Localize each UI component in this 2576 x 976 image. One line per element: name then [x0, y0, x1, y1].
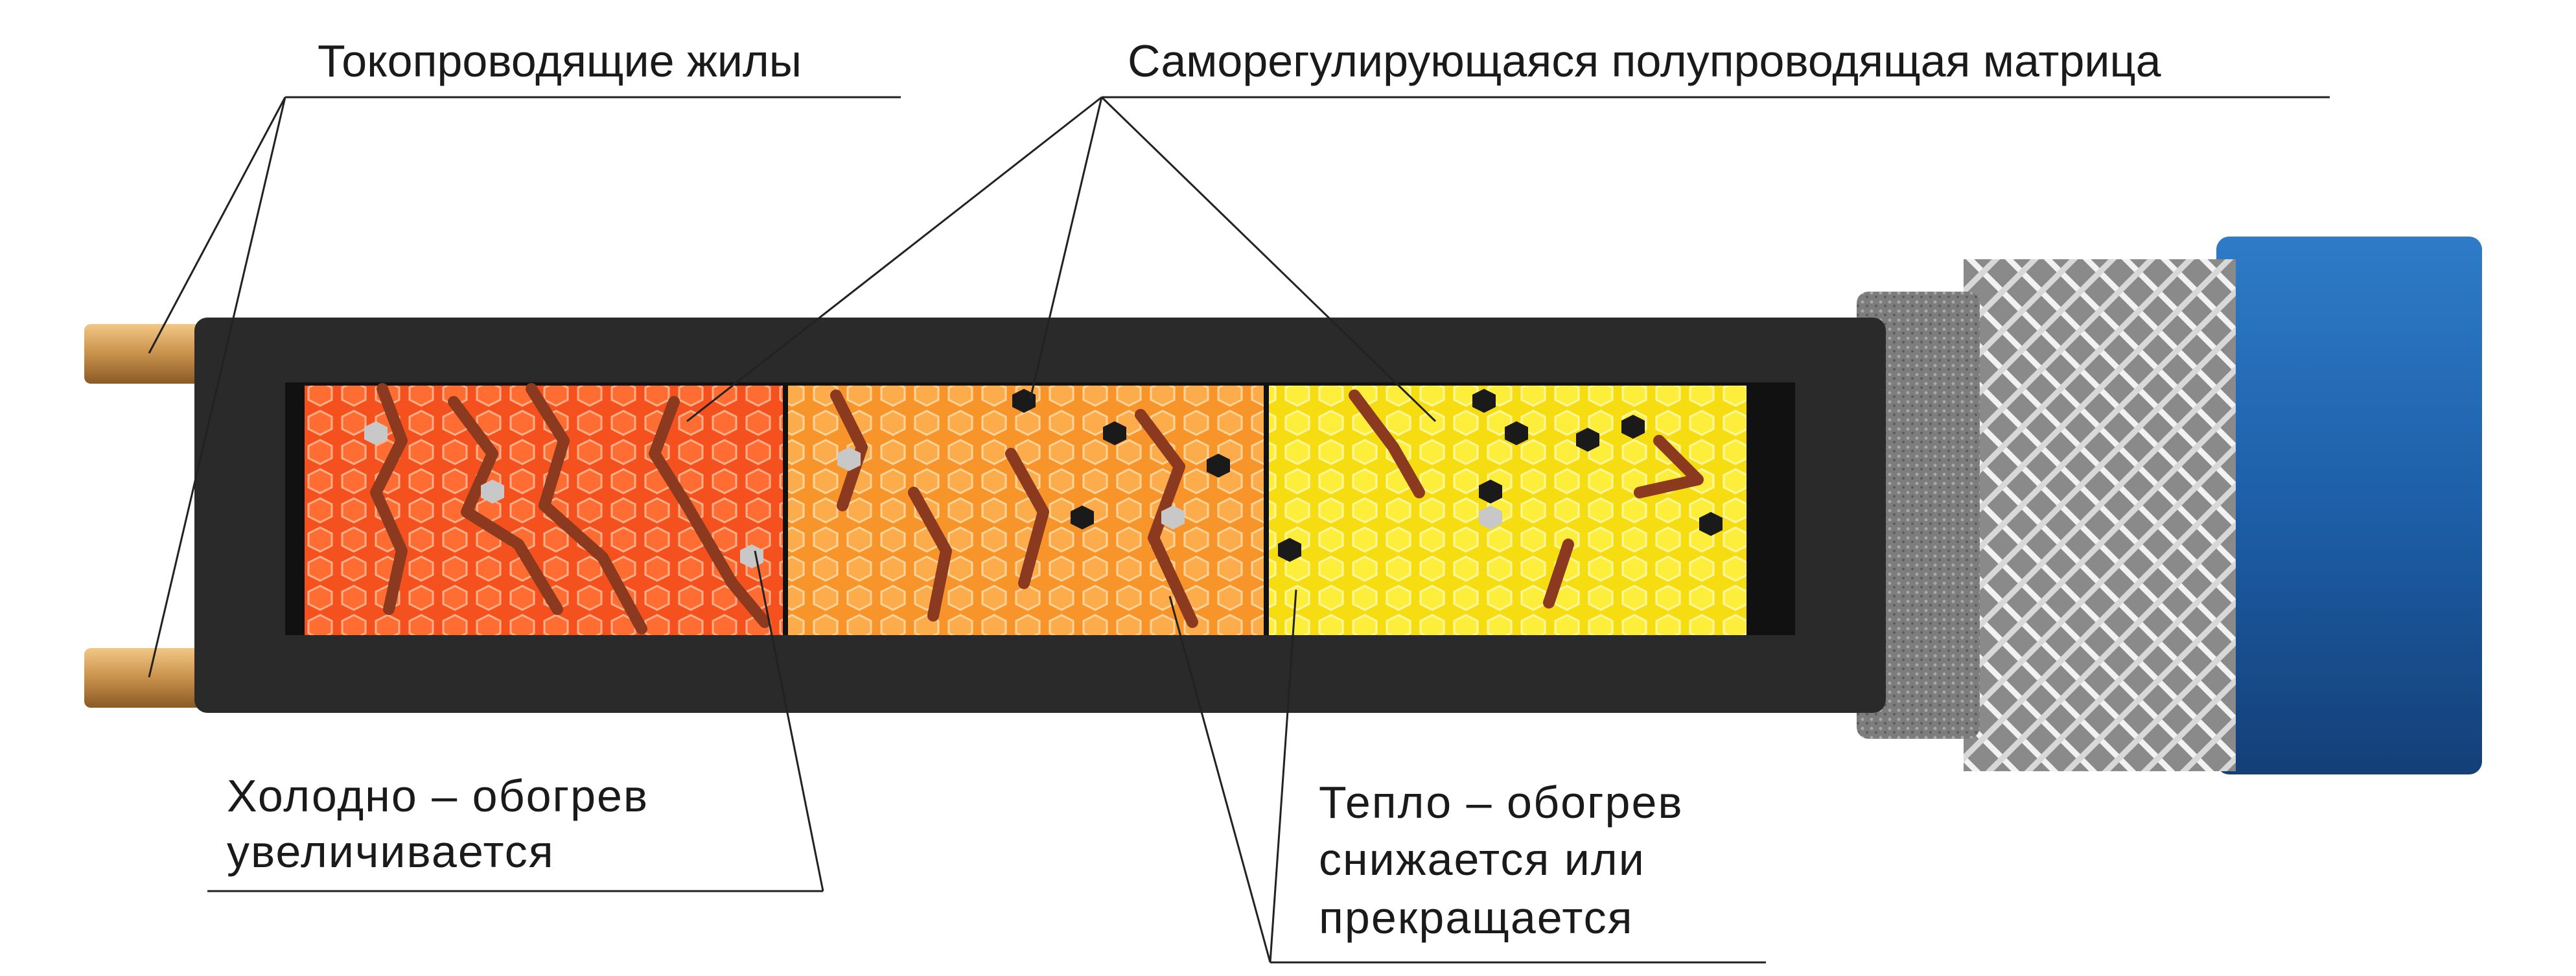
label-cold-line1: Холодно – обогрев [227, 771, 649, 821]
leader-matrix-2 [1029, 97, 1103, 399]
foil-layer [1857, 292, 1980, 739]
leader-cold [754, 550, 824, 892]
conductive-paths [370, 383, 1704, 634]
leader-conductors-top [148, 97, 286, 354]
label-warm-line1: Тепло – обогрев [1319, 777, 1684, 828]
label-warm-line3: прекращается [1319, 892, 1634, 943]
zone-divider-1 [783, 382, 788, 635]
leader-matrix-1 [686, 96, 1102, 423]
leader-warm-1 [1168, 596, 1271, 963]
label-warm-line2: снижается или [1319, 834, 1645, 885]
label-matrix: Саморегулирующаяся полупроводящая матриц… [1128, 36, 2161, 86]
matrix-zone-warm [1267, 386, 1746, 635]
copper-conductor-bottom [84, 648, 214, 708]
leader-conductors-bottom [148, 97, 286, 678]
leader-lines [148, 96, 2330, 964]
zone-divider-2 [1264, 382, 1269, 635]
leader-matrix-3 [1100, 96, 1437, 423]
label-cold-line2: увеличивается [227, 826, 555, 877]
leader-warm-2 [1269, 589, 1297, 963]
outer-jacket [2216, 237, 2482, 774]
label-conductors: Токопроводящие жилы [318, 36, 802, 86]
matrix-zone-mid [787, 386, 1264, 635]
copper-conductor-top [84, 324, 214, 384]
braid-shield [1964, 259, 2236, 771]
